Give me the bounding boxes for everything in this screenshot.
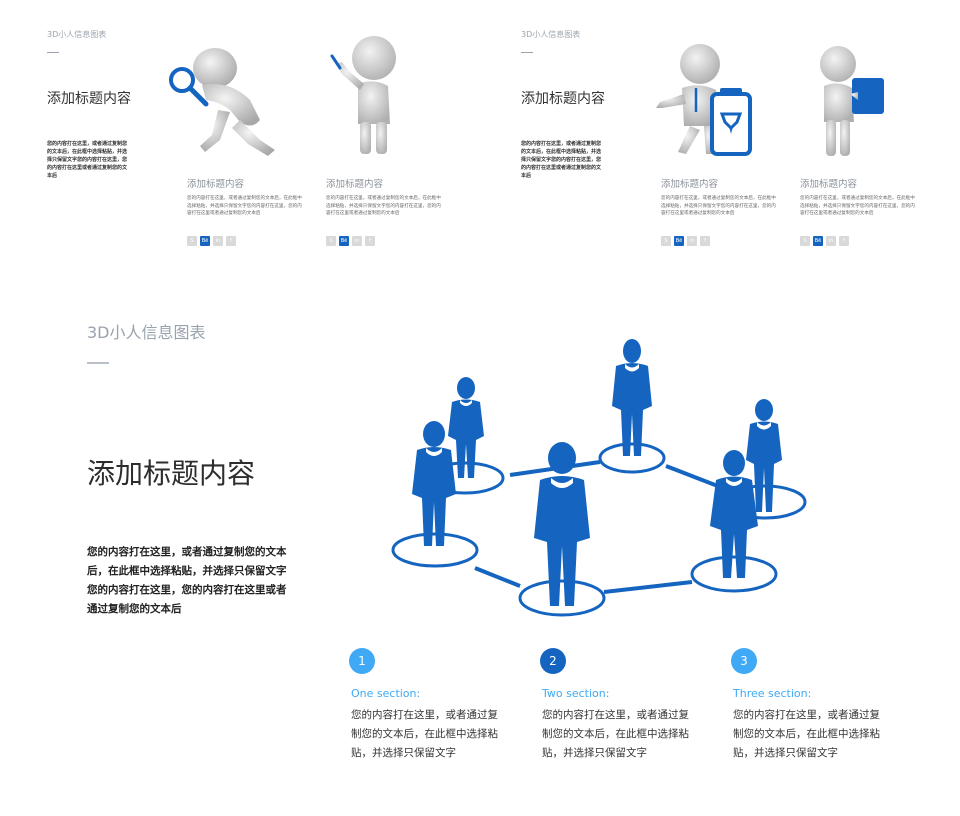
card-title: 添加标题内容 <box>326 179 384 190</box>
section-body: 您的内容打在这里，或者通过复制您的文本后，在此框中选择粘贴，并选择只保留文字 <box>351 709 498 759</box>
panel-caption: 3D小人信息图表 <box>47 30 107 39</box>
skype-icon[interactable]: S <box>800 236 810 246</box>
linkedin-icon[interactable]: in <box>352 236 362 246</box>
section-body: 您的内容打在这里，或者通过复制您的文本后，在此框中选择粘贴，并选择只保留文字 <box>542 709 689 759</box>
facebook-icon[interactable]: f <box>839 236 849 246</box>
linkedin-icon[interactable]: in <box>687 236 697 246</box>
skype-icon[interactable]: S <box>661 236 671 246</box>
skype-icon[interactable]: S <box>187 236 197 246</box>
panel-body: 您的内容打在这里，或者通过复制您的文本后，在此框中选择粘贴，并选择只保留文字您的… <box>47 141 128 179</box>
divider <box>87 362 109 364</box>
card-title: 添加标题内容 <box>187 179 245 190</box>
facebook-icon[interactable]: f <box>365 236 375 246</box>
people-network-icon <box>380 330 820 624</box>
section-number-1: 1 <box>349 648 375 674</box>
panel-caption: 3D小人信息图表 <box>521 30 581 39</box>
behance-icon[interactable]: Bē <box>674 236 684 246</box>
panel-title: 添加标题内容 <box>47 91 131 107</box>
linkedin-icon[interactable]: in <box>213 236 223 246</box>
card-body: 您的内容打在这里，或者通过复制您的文本后，在此框中选择粘贴，并选择只保留文字您的… <box>326 196 441 217</box>
card-body: 您的内容打在这里，或者通过复制您的文本后，在此框中选择粘贴，并选择只保留文字您的… <box>661 196 776 217</box>
divider <box>521 52 533 53</box>
social-links: S Bē in f <box>326 236 375 246</box>
card-body: 您的内容打在这里，或者通过复制您的文本后，在此框中选择粘贴，并选择只保留文字您的… <box>187 196 302 217</box>
panel-title: 添加标题内容 <box>521 91 605 107</box>
folder-figure-icon <box>810 44 890 160</box>
card-title: 添加标题内容 <box>661 179 719 190</box>
card-title: 添加标题内容 <box>800 179 858 190</box>
skype-icon[interactable]: S <box>326 236 336 246</box>
behance-icon[interactable]: Bē <box>339 236 349 246</box>
social-links: S Bē in f <box>661 236 710 246</box>
section-title: Three section: <box>733 687 812 700</box>
section-number-3: 3 <box>731 648 757 674</box>
social-links: S Bē in f <box>800 236 849 246</box>
facebook-icon[interactable]: f <box>226 236 236 246</box>
section-number-2: 2 <box>540 648 566 674</box>
section-body: 您的内容打在这里，或者通过复制您的文本后，在此框中选择粘贴，并选择只保留文字 <box>733 709 880 759</box>
main-title: 添加标题内容 <box>87 457 256 490</box>
magnifier-figure-icon <box>160 40 290 160</box>
section-title: One section: <box>351 687 421 700</box>
pen-figure-icon <box>318 34 408 159</box>
social-links: S Bē in f <box>187 236 236 246</box>
main-body: 您的内容打在这里，或者通过复制您的文本后，在此框中选择粘贴，并选择只保留文字您的… <box>87 546 287 615</box>
section-title: Two section: <box>542 687 610 700</box>
card-body: 您的内容打在这里，或者通过复制您的文本后，在此框中选择粘贴，并选择只保留文字您的… <box>800 196 915 217</box>
clipboard-figure-icon <box>652 42 762 160</box>
panel-body: 您的内容打在这里，或者通过复制您的文本后，在此框中选择粘贴，并选择只保留文字您的… <box>521 141 602 179</box>
facebook-icon[interactable]: f <box>700 236 710 246</box>
main-caption: 3D小人信息图表 <box>87 323 206 342</box>
linkedin-icon[interactable]: in <box>826 236 836 246</box>
divider <box>47 52 59 53</box>
behance-icon[interactable]: Bē <box>200 236 210 246</box>
behance-icon[interactable]: Bē <box>813 236 823 246</box>
